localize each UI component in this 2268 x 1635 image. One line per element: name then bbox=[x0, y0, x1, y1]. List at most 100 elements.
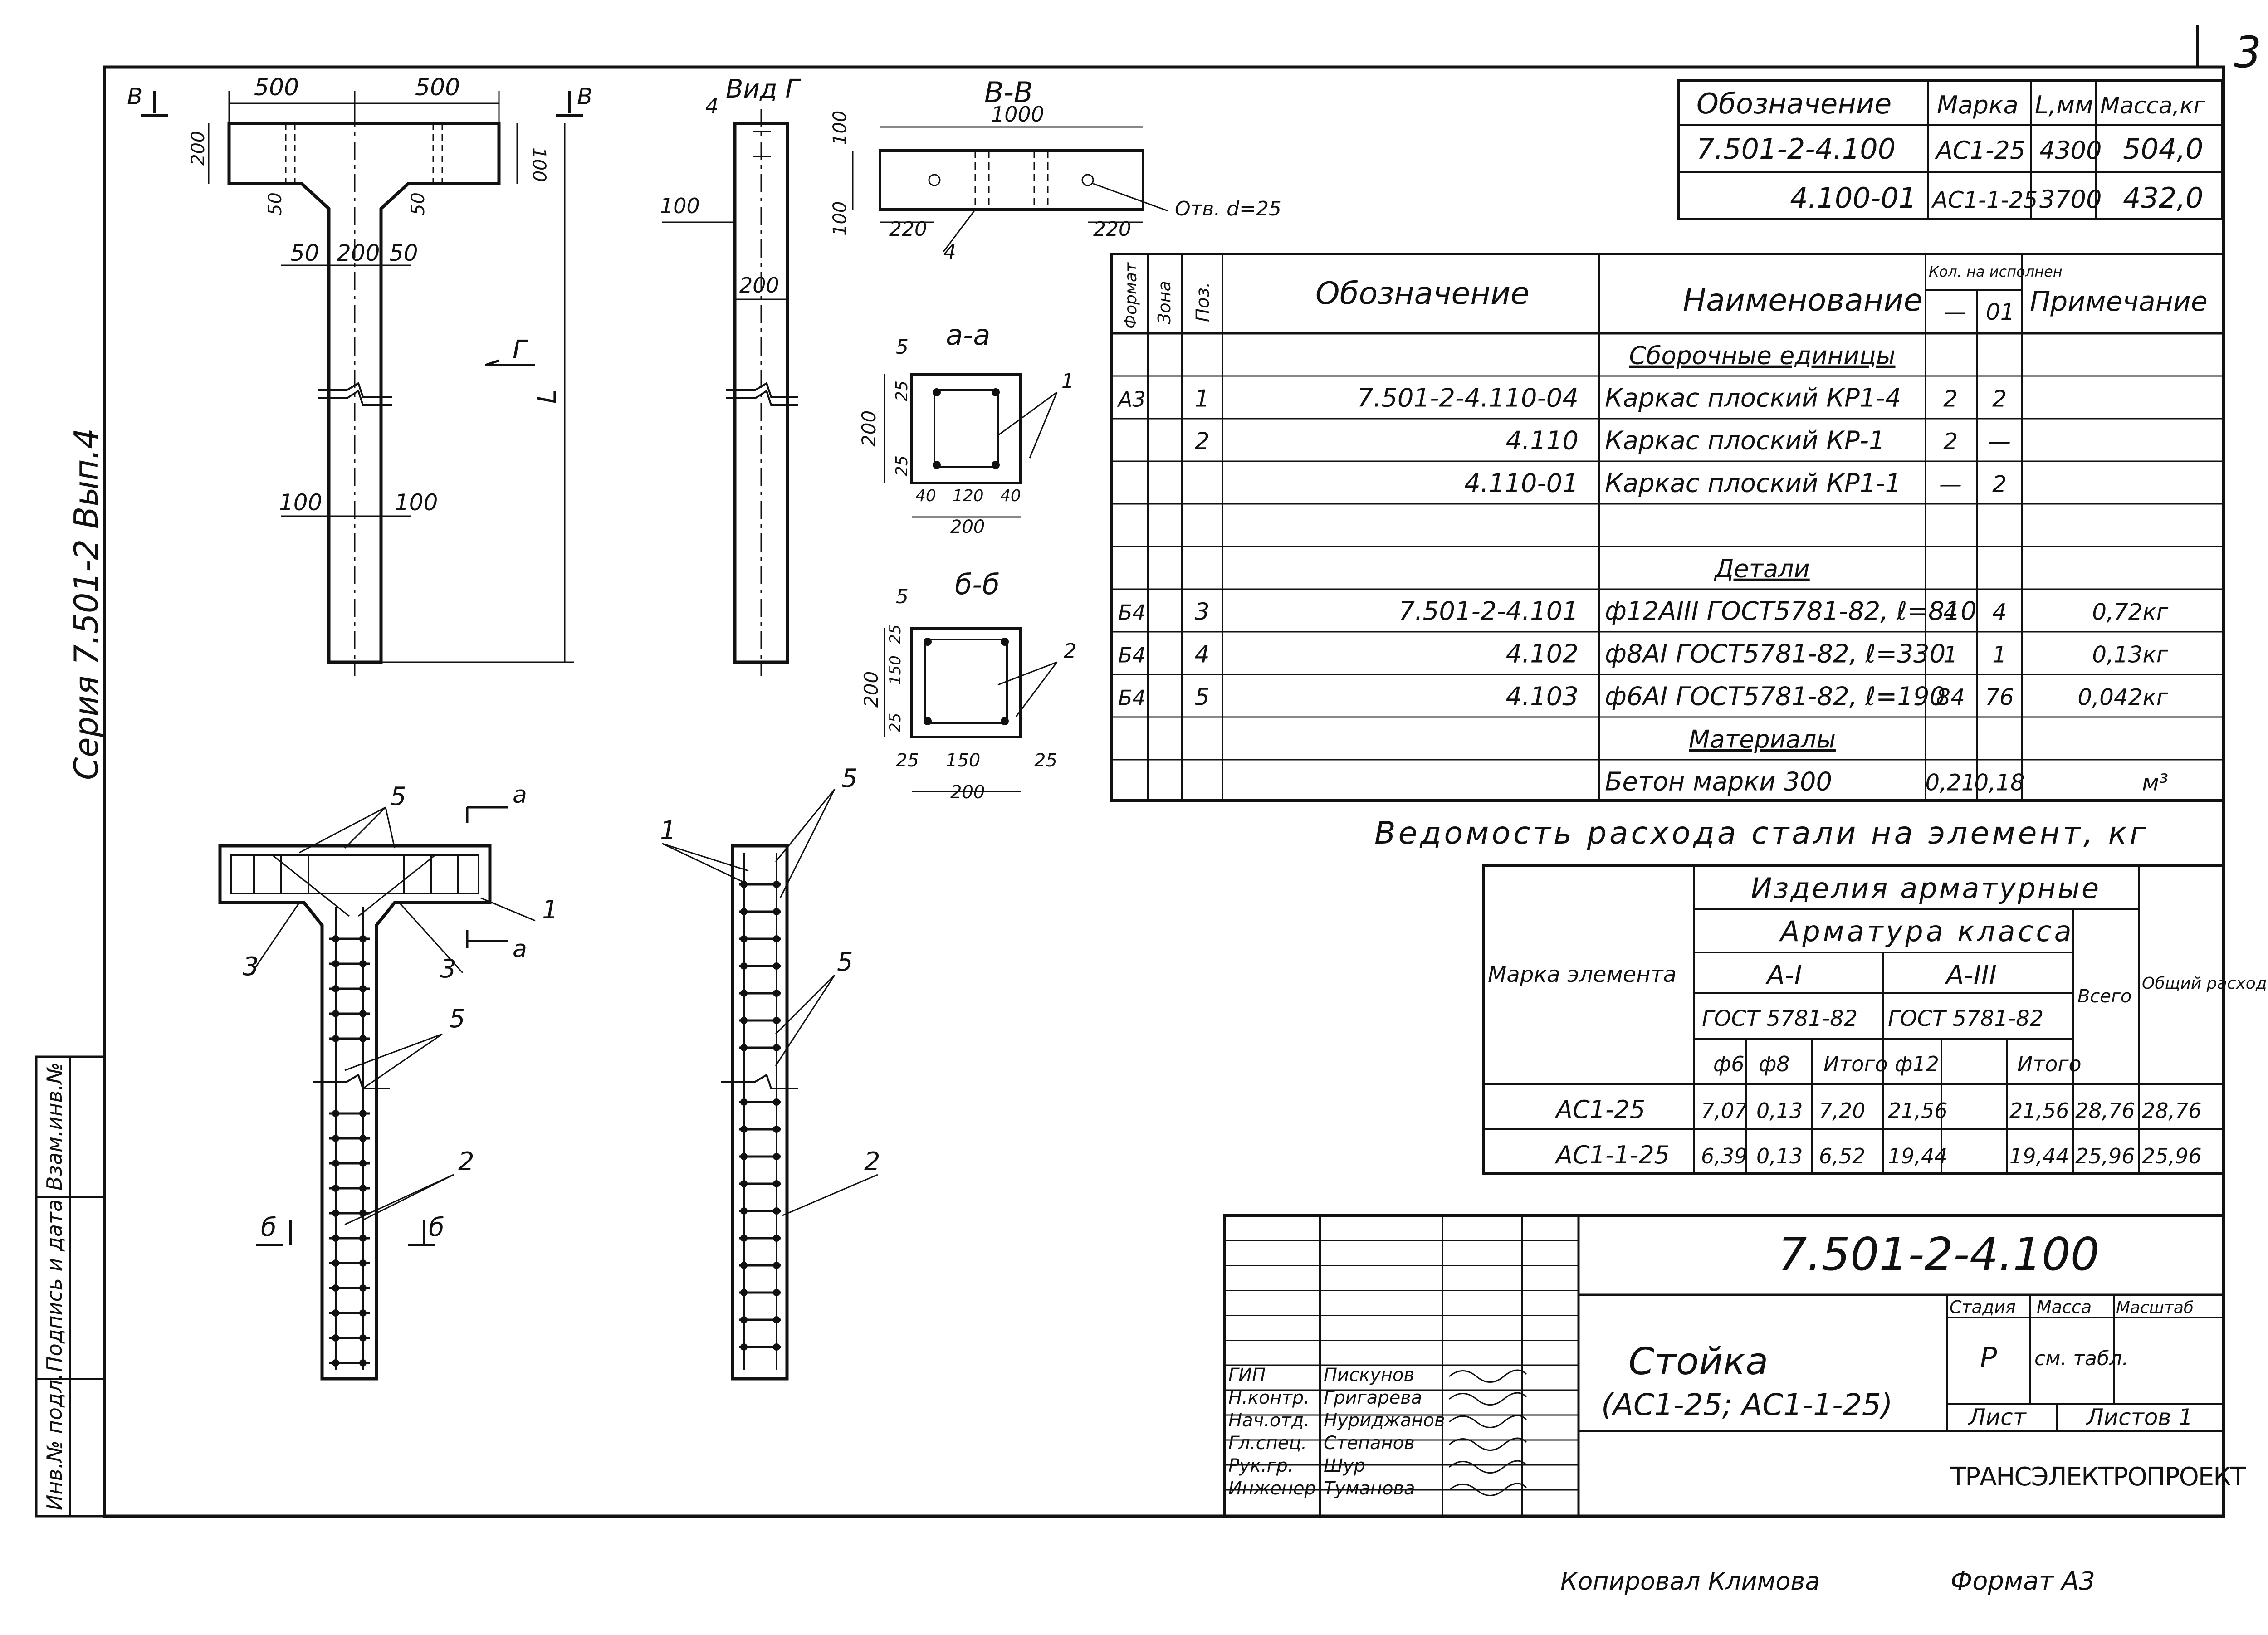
bb-dim-1: 5 bbox=[896, 585, 909, 608]
dim-top-3: 200 bbox=[188, 131, 209, 166]
marker-b-left: б bbox=[261, 1213, 277, 1242]
steel-cell: 28,76 bbox=[2075, 1098, 2135, 1123]
dim-top-7: 50 bbox=[290, 240, 319, 266]
spec-h-qty-a: — bbox=[1944, 299, 1966, 325]
rebar-dot bbox=[740, 1235, 748, 1242]
rebar-dot bbox=[332, 1309, 339, 1317]
rebar-dot bbox=[740, 1126, 748, 1133]
rebar-dot bbox=[332, 1035, 339, 1042]
steel-h-general: Общий расход bbox=[2142, 974, 2267, 993]
spec-section-title: Детали bbox=[1714, 555, 1810, 583]
view-g-label: Вид Г bbox=[726, 74, 801, 104]
rebar-dot bbox=[359, 1259, 367, 1267]
signature bbox=[1449, 1437, 1527, 1451]
top-h-designation: Обозначение bbox=[1696, 87, 1892, 120]
rebar-dot bbox=[740, 935, 748, 942]
spec-note: 0,13кг bbox=[2092, 642, 2169, 668]
bb-dim-7: 25 bbox=[896, 750, 919, 771]
steel-cell: 21,56 bbox=[1888, 1098, 1948, 1123]
spec-qb: 2 bbox=[1992, 386, 2007, 412]
rebar-dot bbox=[359, 1284, 367, 1292]
spec-qb: 4 bbox=[1992, 599, 2007, 625]
spec-name: Каркас плоский КР1-4 bbox=[1605, 384, 1901, 413]
marker-v-right: В bbox=[577, 83, 592, 110]
vv-dim-4: 220 bbox=[889, 218, 927, 241]
spec-qa: 0,21 bbox=[1925, 770, 1975, 796]
sheet-number: 3 bbox=[2234, 28, 2261, 78]
top-h-mark: Марка bbox=[1937, 91, 2019, 119]
rebar-dot bbox=[359, 1010, 367, 1017]
rebar-dot bbox=[740, 990, 748, 997]
bb-dim-9: 25 bbox=[1034, 750, 1057, 771]
spec-h-qty: Кол. на исполнен bbox=[1929, 263, 2063, 280]
rebar-dot bbox=[773, 990, 780, 997]
spec-section-title: Сборочные единицы bbox=[1629, 342, 1895, 370]
reinforcement-side: 1 5 5 2 bbox=[660, 764, 880, 1381]
series-label: Серия 7.501-2 Вып.4 bbox=[67, 428, 105, 780]
signature bbox=[1449, 1460, 1527, 1474]
rebar-dot bbox=[740, 908, 748, 915]
tb-name-2: (АС1-25; АС1-1-25) bbox=[1601, 1387, 1893, 1422]
spec-designation: 7.501-2-4.110-04 bbox=[1357, 384, 1579, 413]
tb-role: Н.контр. bbox=[1228, 1387, 1310, 1408]
rebar-dot bbox=[332, 1259, 339, 1267]
rebar-dot bbox=[773, 1017, 780, 1024]
steel-col-head: Итого bbox=[1823, 1052, 1888, 1076]
rebar-dot bbox=[359, 1359, 367, 1367]
aa-dim-8: 40 bbox=[1000, 487, 1021, 505]
hole-label: Отв. d=25 bbox=[1175, 197, 1281, 220]
rebar-dot bbox=[740, 1044, 748, 1051]
steel-h-gost2: ГОСТ 5781-82 bbox=[1888, 1006, 2043, 1031]
steel-h-gost1: ГОСТ 5781-82 bbox=[1702, 1006, 1857, 1031]
tb-stage-label: Стадия bbox=[1950, 1297, 2016, 1317]
rebar-dot bbox=[332, 1359, 339, 1367]
signature bbox=[1449, 1369, 1527, 1383]
title-block: 7.501-2-4.100 Стойка (АС1-25; АС1-1-25) … bbox=[1223, 1214, 2247, 1518]
spec-qb: 1 bbox=[1992, 642, 2007, 668]
tb-person: Пискунов bbox=[1324, 1365, 1414, 1386]
tb-org: ТРАНСЭЛЕКТРОПРОЕКТ bbox=[1950, 1462, 2246, 1492]
spec-qa: 2 bbox=[1943, 386, 1958, 412]
rebar-dot bbox=[773, 1180, 780, 1187]
rf-pos-1: 1 bbox=[542, 895, 558, 925]
top-r1-mass: 504,0 bbox=[2123, 132, 2204, 166]
footer-format: Формат А3 bbox=[1950, 1567, 2095, 1596]
vv-dim-6: 4 bbox=[943, 240, 956, 264]
top-r1-mark: АС1-25 bbox=[1935, 136, 2025, 165]
section-aa: а-а 5 1 200 25 25 40 120 40 200 bbox=[858, 318, 1074, 537]
tb-code: 7.501-2-4.100 bbox=[1778, 1228, 2099, 1281]
rf-pos-3-left: 3 bbox=[243, 952, 259, 981]
steel-title: Ведомость расхода стали на элемент, кг bbox=[1374, 815, 2149, 851]
spec-qb: 76 bbox=[1985, 684, 2014, 711]
spec-note: 0,042кг bbox=[2077, 684, 2168, 711]
spec-format: Б4 bbox=[1118, 643, 1146, 668]
top-r1-length: 4300 bbox=[2039, 136, 2102, 165]
vv-dim-2: 100 bbox=[830, 111, 850, 145]
rebar-dot bbox=[332, 960, 339, 967]
marker-a-top: а bbox=[513, 781, 527, 809]
rf-pos-3-right: 3 bbox=[440, 954, 456, 984]
rs-pos-5-mid: 5 bbox=[837, 947, 853, 977]
marker-g: Г bbox=[513, 335, 528, 365]
tb-stage: Р bbox=[1980, 1341, 1997, 1374]
rebar-dot bbox=[359, 985, 367, 992]
rebar-dot bbox=[332, 1010, 339, 1017]
steel-cell: 6,52 bbox=[1819, 1144, 1865, 1168]
section-bb: б-б 5 2 200 25 150 25 25 150 25 200 bbox=[860, 568, 1076, 803]
steel-col-head: Итого bbox=[2017, 1052, 2082, 1076]
aa-dim-6: 40 bbox=[915, 487, 936, 505]
rebar-dot bbox=[359, 1334, 367, 1342]
rebar-dot bbox=[332, 935, 339, 942]
spec-designation: 4.110 bbox=[1506, 426, 1579, 456]
signature bbox=[1449, 1483, 1527, 1496]
rebar-dot bbox=[359, 1185, 367, 1192]
dim-L: L bbox=[533, 390, 562, 404]
spec-name: ф8АI ГОСТ5781-82, ℓ=330 bbox=[1605, 639, 1945, 669]
rebar-dot bbox=[332, 1210, 339, 1217]
top-h-mass: Масса,кг bbox=[2100, 93, 2205, 119]
spec-pos: 4 bbox=[1194, 641, 1209, 669]
spec-designation: 4.102 bbox=[1506, 639, 1579, 669]
tb-person: Степанов bbox=[1324, 1433, 1415, 1454]
rs-pos-5-top: 5 bbox=[841, 764, 858, 793]
stamp-label-2: Подпись и дата bbox=[42, 1199, 67, 1372]
